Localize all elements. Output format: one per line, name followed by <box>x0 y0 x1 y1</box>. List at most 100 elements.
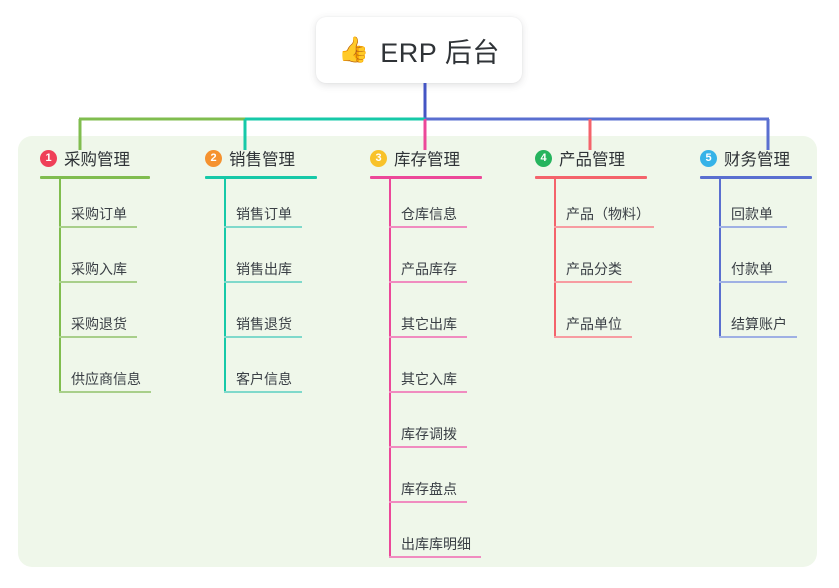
list-item[interactable]: 销售出库 <box>203 234 353 289</box>
list-item-rule <box>389 556 481 558</box>
list-item[interactable]: 产品库存 <box>368 234 518 289</box>
list-item-label: 产品（物料） <box>566 206 650 222</box>
column-items: 仓库信息产品库存其它出库其它入库库存调拨库存盘点出库库明细 <box>368 179 518 564</box>
list-item-label: 库存盘点 <box>401 481 457 497</box>
list-item-label: 销售订单 <box>236 206 292 222</box>
list-item[interactable]: 产品单位 <box>533 289 683 344</box>
list-item-rule <box>59 391 151 393</box>
list-item-label: 采购入库 <box>71 261 127 277</box>
list-item-rule <box>59 281 137 283</box>
list-item-rule <box>389 446 467 448</box>
list-item-label: 产品单位 <box>566 316 622 332</box>
column-header[interactable]: 3 库存管理 <box>368 146 518 170</box>
column-number-badge: 4 <box>535 149 552 167</box>
list-item-rule <box>719 281 787 283</box>
column-header[interactable]: 1 采购管理 <box>38 146 188 170</box>
list-item[interactable]: 供应商信息 <box>38 344 188 399</box>
list-item-rule <box>389 501 467 503</box>
list-item-label: 销售退货 <box>236 316 292 332</box>
list-item-label: 回款单 <box>731 206 773 222</box>
list-item-label: 其它入库 <box>401 371 457 387</box>
list-item-rule <box>59 336 137 338</box>
thumbs-up-icon: 👍 <box>338 35 370 64</box>
list-item[interactable]: 其它出库 <box>368 289 518 344</box>
list-item-rule <box>389 391 467 393</box>
column-number-badge: 5 <box>700 149 717 167</box>
list-item[interactable]: 客户信息 <box>203 344 353 399</box>
root-node-erp-backend[interactable]: 👍 ERP 后台 <box>316 17 522 83</box>
column-accent-rule <box>370 176 482 179</box>
list-item-rule <box>224 391 302 393</box>
list-item-rule <box>554 281 632 283</box>
list-item[interactable]: 仓库信息 <box>368 179 518 234</box>
list-item[interactable]: 出库库明细 <box>368 509 518 564</box>
list-item[interactable]: 产品（物料） <box>533 179 683 234</box>
diagram-panel <box>18 136 817 567</box>
column-title: 采购管理 <box>64 151 130 169</box>
column-库存管理[interactable]: 3 库存管理仓库信息产品库存其它出库其它入库库存调拨库存盘点出库库明细 <box>368 146 518 564</box>
column-title: 库存管理 <box>394 151 460 169</box>
list-item-label: 采购订单 <box>71 206 127 222</box>
column-spine <box>224 179 226 393</box>
list-item-label: 采购退货 <box>71 316 127 332</box>
list-item-rule <box>59 226 137 228</box>
list-item-label: 供应商信息 <box>71 371 141 387</box>
column-spine <box>719 179 721 338</box>
list-item-rule <box>224 226 302 228</box>
column-items: 回款单付款单结算账户 <box>698 179 839 344</box>
column-header[interactable]: 4 产品管理 <box>533 146 683 170</box>
column-accent-rule <box>700 176 812 179</box>
column-number-badge: 1 <box>40 149 57 167</box>
list-item-rule <box>389 281 467 283</box>
list-item-label: 产品分类 <box>566 261 622 277</box>
column-spine <box>389 179 391 558</box>
column-采购管理[interactable]: 1 采购管理采购订单采购入库采购退货供应商信息 <box>38 146 188 399</box>
list-item[interactable]: 回款单 <box>698 179 839 234</box>
list-item-label: 仓库信息 <box>401 206 457 222</box>
list-item[interactable]: 采购退货 <box>38 289 188 344</box>
column-items: 销售订单销售出库销售退货客户信息 <box>203 179 353 399</box>
column-accent-rule <box>535 176 647 179</box>
list-item-rule <box>224 336 302 338</box>
list-item[interactable]: 销售订单 <box>203 179 353 234</box>
list-item-label: 其它出库 <box>401 316 457 332</box>
list-item[interactable]: 其它入库 <box>368 344 518 399</box>
list-item-label: 销售出库 <box>236 261 292 277</box>
column-title: 产品管理 <box>559 151 625 169</box>
list-item[interactable]: 产品分类 <box>533 234 683 289</box>
list-item-label: 结算账户 <box>731 316 787 332</box>
column-number-badge: 2 <box>205 149 222 167</box>
list-item-label: 出库库明细 <box>401 536 471 552</box>
column-销售管理[interactable]: 2 销售管理销售订单销售出库销售退货客户信息 <box>203 146 353 399</box>
list-item-label: 库存调拨 <box>401 426 457 442</box>
column-title: 销售管理 <box>229 151 295 169</box>
column-number-badge: 3 <box>370 149 387 167</box>
list-item[interactable]: 采购入库 <box>38 234 188 289</box>
list-item-rule <box>719 336 797 338</box>
list-item-rule <box>389 336 467 338</box>
column-accent-rule <box>205 176 317 179</box>
list-item[interactable]: 付款单 <box>698 234 839 289</box>
list-item[interactable]: 销售退货 <box>203 289 353 344</box>
list-item[interactable]: 采购订单 <box>38 179 188 234</box>
list-item-label: 客户信息 <box>236 371 292 387</box>
root-node-content: 👍 ERP 后台 <box>338 31 500 70</box>
list-item-rule <box>554 336 632 338</box>
column-items: 采购订单采购入库采购退货供应商信息 <box>38 179 188 399</box>
column-产品管理[interactable]: 4 产品管理产品（物料） 产品分类产品单位 <box>533 146 683 344</box>
list-item-rule <box>719 226 787 228</box>
column-header[interactable]: 2 销售管理 <box>203 146 353 170</box>
list-item-label: 付款单 <box>731 261 773 277</box>
list-item-rule <box>389 226 467 228</box>
list-item[interactable]: 结算账户 <box>698 289 839 344</box>
list-item[interactable]: 库存调拨 <box>368 399 518 454</box>
column-spine <box>554 179 556 338</box>
list-item-rule <box>554 226 654 228</box>
column-accent-rule <box>40 176 150 179</box>
list-item[interactable]: 库存盘点 <box>368 454 518 509</box>
list-item-rule <box>224 281 302 283</box>
column-items: 产品（物料） 产品分类产品单位 <box>533 179 683 344</box>
